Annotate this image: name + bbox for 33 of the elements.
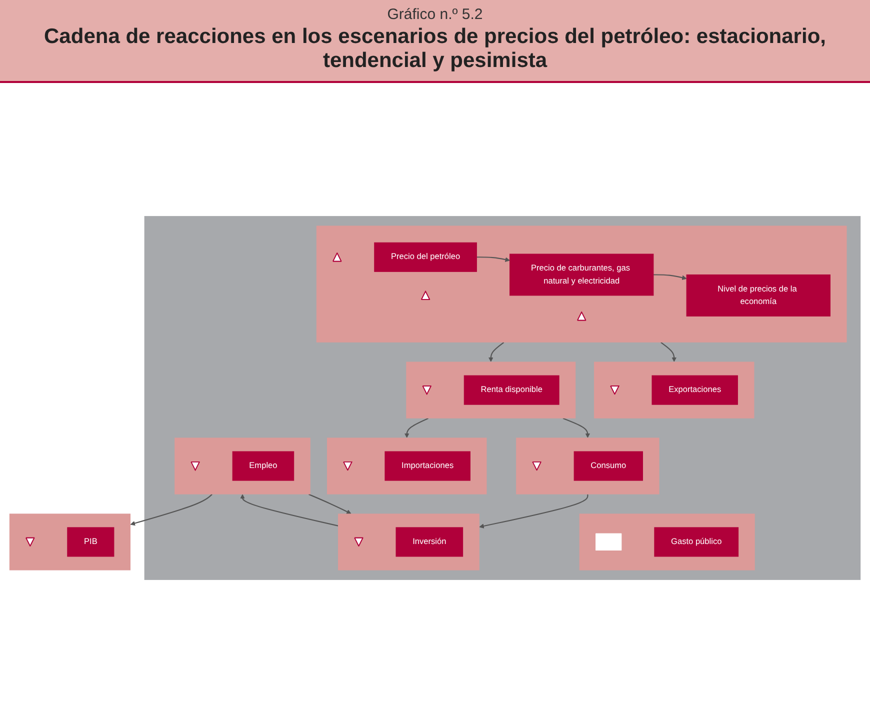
cluster — [326, 438, 487, 494]
cluster — [144, 216, 861, 580]
node-box: Inversión — [396, 527, 464, 557]
node-box: Renta disponible — [464, 375, 560, 405]
arrow — [479, 494, 588, 528]
arrow — [404, 418, 428, 438]
node-box: Consumo — [574, 451, 643, 481]
cluster — [516, 438, 660, 494]
chart-title: Cadena de reacciones en los escenarios de precios del petróleo: estacionario, tendencial y pesimista — [43, 25, 827, 73]
arrow — [308, 494, 352, 514]
node-box: Precio de carburantes, gas natural y electricidad — [510, 254, 654, 296]
cluster — [174, 438, 310, 494]
node-box: Gasto público — [654, 527, 739, 557]
arrow — [240, 494, 338, 526]
cluster — [579, 514, 755, 570]
node-box: Empleo — [232, 451, 294, 481]
node-box: Exportaciones — [652, 375, 738, 405]
cluster — [316, 226, 847, 342]
cluster — [9, 514, 130, 570]
node-box: PIB — [67, 527, 114, 557]
node-box: Precio del petróleo — [374, 242, 477, 272]
arrow — [476, 256, 510, 262]
arrow — [130, 494, 212, 526]
arrow — [653, 274, 687, 280]
node-box: Importaciones — [384, 451, 470, 481]
arrow — [660, 342, 677, 362]
node-box: Nivel de precios de la economía — [686, 274, 830, 316]
cluster — [594, 362, 754, 418]
arrow — [562, 418, 590, 438]
arrow — [488, 342, 504, 362]
cluster — [338, 514, 480, 570]
cluster — [406, 362, 576, 418]
figure-number: Gráfico n.º 5.2 — [386, 6, 484, 23]
